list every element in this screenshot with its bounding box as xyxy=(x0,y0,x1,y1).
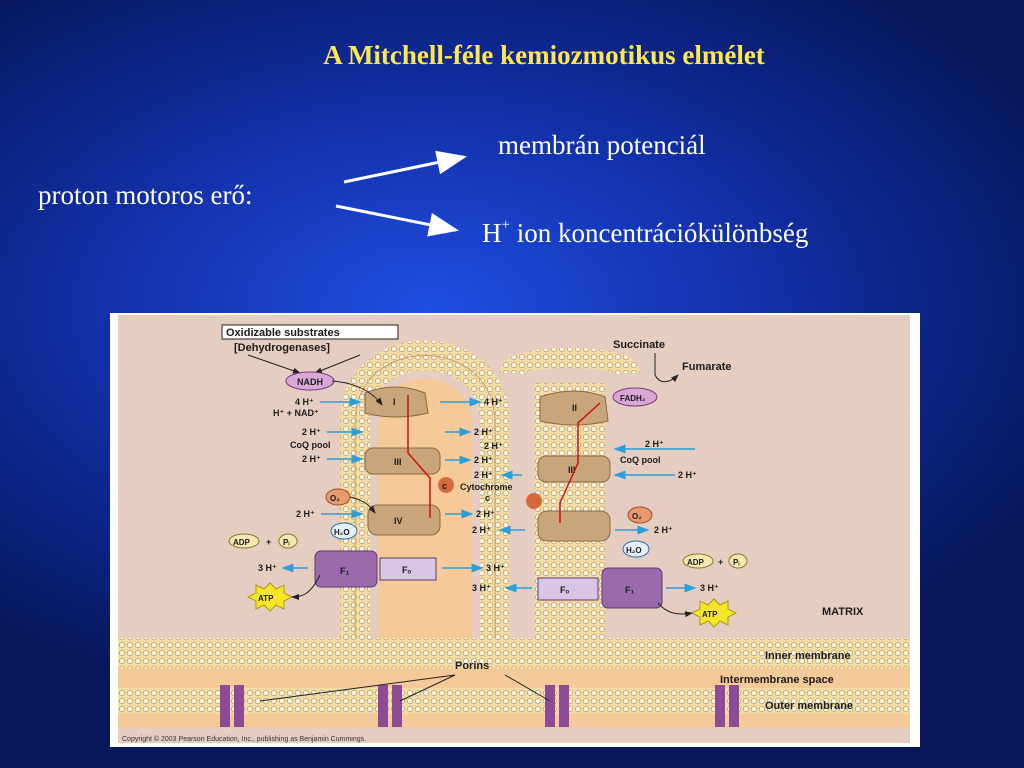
atp-synthase-right: Fₒ F₁ xyxy=(537,567,663,609)
label-2h-mid-3: 2 H⁺ xyxy=(474,455,493,465)
label-2h-mid-2: 2 H⁺ xyxy=(484,441,503,451)
membrane-potential-label: membrán potenciál xyxy=(498,130,706,160)
matrix-label: MATRIX xyxy=(822,606,864,618)
electron-path-right xyxy=(559,402,601,523)
label-3h-mid-2: 3 H⁺ xyxy=(472,583,491,593)
svg-text:Fₒ: Fₒ xyxy=(560,585,569,595)
svg-text:O₂: O₂ xyxy=(330,494,340,503)
label-3h-mid-1: 3 H⁺ xyxy=(486,563,505,573)
intermembrane-space-label: Intermembrane space xyxy=(720,674,834,686)
o2-right-node: O₂ xyxy=(627,506,653,524)
h2o-left-node: H₂O xyxy=(330,522,358,540)
complex-iv-right xyxy=(537,510,611,542)
inner-membrane-label: Inner membrane xyxy=(765,650,851,662)
atp-right-burst: ATP xyxy=(690,598,738,628)
svg-text:H₂O: H₂O xyxy=(626,546,642,555)
fadh2-node: FADH₂ xyxy=(612,387,658,407)
ion-concentration-text: ion koncentrációkülönbség xyxy=(509,218,809,248)
label-2h-mid-6: 2 H⁺ xyxy=(472,525,491,535)
oxidizable-substrates-label: Oxidizable substrates xyxy=(226,327,340,339)
label-4h-left: 4 H⁺ xyxy=(295,397,314,407)
atp-left-burst: ATP xyxy=(246,582,294,612)
nadh-node: NADH xyxy=(285,371,335,391)
outer-membrane-label: Outer membrane xyxy=(765,700,853,712)
svg-text:IV: IV xyxy=(394,516,403,526)
svg-text:III: III xyxy=(394,457,402,467)
complex-i: I xyxy=(364,386,429,418)
svg-text:c: c xyxy=(442,481,447,491)
porin-channels xyxy=(220,685,739,727)
ion-symbol: H xyxy=(482,218,502,248)
svg-text:Pᵢ: Pᵢ xyxy=(283,538,289,547)
inner-membrane-band xyxy=(118,638,910,668)
outer-membrane-band xyxy=(118,688,910,714)
succinate-label: Succinate xyxy=(613,339,665,351)
svg-text:ATP: ATP xyxy=(258,594,274,603)
complex-iii-right: III xyxy=(537,455,611,483)
svg-text:NADH: NADH xyxy=(297,377,323,387)
label-2h-mid-4: 2 H⁺ xyxy=(474,470,493,480)
complex-ii: II xyxy=(539,390,609,426)
cytochrome-c-left: c xyxy=(438,477,454,493)
svg-text:I: I xyxy=(393,397,396,407)
svg-text:F₁: F₁ xyxy=(340,566,349,576)
complex-iii-left: III xyxy=(364,447,441,475)
label-3h-left: 3 H⁺ xyxy=(258,563,277,573)
h2o-right-node: H₂O xyxy=(622,540,650,558)
svg-text:O₂: O₂ xyxy=(632,512,642,521)
svg-text:Fₒ: Fₒ xyxy=(402,565,411,575)
arrow-to-membrane-potential xyxy=(343,150,467,184)
slide-title: A Mitchell-féle kemiozmotikus elmélet xyxy=(323,40,765,70)
svg-text:II: II xyxy=(572,403,577,413)
svg-text:+: + xyxy=(718,557,723,567)
svg-text:ADP: ADP xyxy=(687,558,705,567)
svg-text:FADH₂: FADH₂ xyxy=(620,394,646,403)
electron-path-left xyxy=(407,395,431,518)
intermembrane-space-band xyxy=(118,668,910,688)
svg-text:ADP: ADP xyxy=(233,538,251,547)
coq-pool-left-label: CoQ pool xyxy=(290,440,331,450)
label-3h-right: 3 H⁺ xyxy=(700,583,719,593)
coq-pool-right-label: CoQ pool xyxy=(620,455,661,465)
dehydrogenases-label: [Dehydrogenases] xyxy=(234,342,330,354)
label-2h-right-1: 2 H⁺ xyxy=(645,439,664,449)
adp-right-node: ADP + Pᵢ xyxy=(682,553,748,569)
copyright-notice: Copyright © 2003 Pearson Education, Inc.… xyxy=(122,735,366,743)
o2-left-node: O₂ xyxy=(325,488,351,506)
svg-text:H₂O: H₂O xyxy=(334,528,350,537)
arrow-to-ion-concentration xyxy=(335,204,459,237)
svg-text:F₁: F₁ xyxy=(625,585,634,595)
ion-concentration-label: H+ ion koncentrációkülönbség xyxy=(482,217,809,249)
fumarate-label: Fumarate xyxy=(682,361,732,373)
svg-text:Pᵢ: Pᵢ xyxy=(733,558,739,567)
complex-iv-left: IV xyxy=(367,504,441,536)
label-2h-mid-5: 2 H⁺ xyxy=(476,509,495,519)
svg-text:ATP: ATP xyxy=(702,610,718,619)
ion-charge: + xyxy=(501,217,510,233)
label-2h-right-2: 2 H⁺ xyxy=(678,470,697,480)
cytochrome-label: Cytochrome xyxy=(460,482,513,492)
svg-text:+: + xyxy=(266,537,271,547)
label-2h-left-a: 2 H⁺ xyxy=(302,427,321,437)
label-h-nad: H⁺ + NAD⁺ xyxy=(273,408,319,418)
cytochrome-c-right xyxy=(526,493,542,509)
atp-synthase-left: F₁ Fₒ xyxy=(314,550,437,588)
proton-motive-force-label: proton motoros erő: xyxy=(38,180,253,210)
label-2h-left-c: 2 H⁺ xyxy=(296,509,315,519)
mitochondria-diagram: I II III III IV c F₁ Fₒ Fₒ F₁ Oxidiza xyxy=(110,313,920,747)
cytochrome-c-label: c xyxy=(485,493,490,503)
label-4h-mid: 4 H⁺ xyxy=(484,397,503,407)
label-2h-mid-1: 2 H⁺ xyxy=(474,427,493,437)
porins-label: Porins xyxy=(455,660,489,672)
label-2h-left-b: 2 H⁺ xyxy=(302,454,321,464)
adp-left-node: ADP + Pᵢ xyxy=(228,533,298,549)
label-2h-right-3: 2 H⁺ xyxy=(654,525,673,535)
svg-text:III: III xyxy=(568,465,576,475)
